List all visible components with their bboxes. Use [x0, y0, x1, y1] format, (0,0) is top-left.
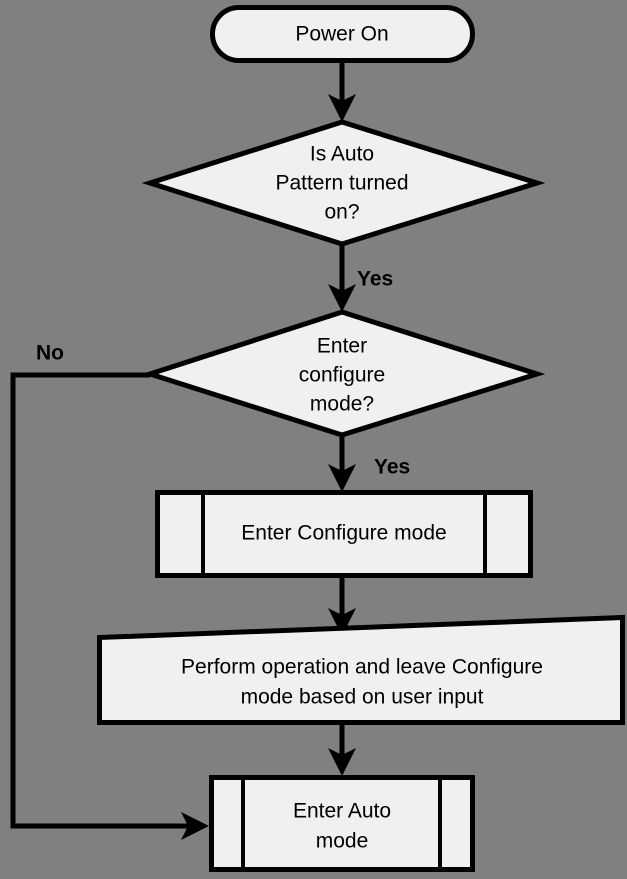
node-enter-configure-label-line2: configure — [299, 364, 385, 387]
node-auto-pattern-label-line1: Is Auto — [310, 143, 374, 166]
predefined-process-shape — [209, 775, 475, 872]
node-perform-operation-label-line1: Perform operation and leave Configure — [181, 656, 543, 679]
node-enter-configure-mode-label: Enter Configure mode — [241, 522, 446, 545]
node-enter-configure-decision[interactable]: Enter configure mode? — [141, 309, 546, 438]
connector-configure-mode-to-perform-operation — [328, 578, 356, 636]
decision-shape — [141, 119, 546, 247]
manual-operation-shape — [97, 614, 625, 725]
arrow-head-icon — [328, 464, 356, 492]
node-enter-configure-label-line1: Enter — [317, 335, 367, 358]
node-enter-configure-mode[interactable]: Enter Configure mode — [155, 490, 533, 578]
terminator-shape — [210, 5, 475, 63]
connector-auto-pattern-to-enter-configure — [328, 245, 356, 312]
node-enter-auto-mode-label-line2: mode — [316, 830, 369, 853]
node-auto-pattern-decision[interactable]: Is Auto Pattern turned on? — [141, 119, 546, 247]
edge-label-yes-enter-configure: Yes — [374, 456, 410, 479]
edge-label-yes-auto-pattern: Yes — [357, 268, 393, 291]
node-auto-pattern-label-line3: on? — [324, 201, 359, 224]
arrow-head-icon — [328, 284, 356, 312]
connector-power-on-to-auto-pattern — [328, 63, 356, 122]
connector-enter-configure-no-to-auto-mode — [10, 372, 209, 840]
node-power-on-label: Power On — [295, 23, 388, 46]
node-perform-operation[interactable]: Perform operation and leave Configure mo… — [97, 614, 625, 725]
node-auto-pattern-label-line2: Pattern turned — [275, 172, 408, 195]
arrow-head-icon — [328, 94, 356, 122]
predefined-process-shape — [155, 490, 533, 578]
connector-perform-operation-to-auto-mode — [328, 725, 356, 776]
decision-shape — [141, 309, 546, 438]
edge-label-no-enter-configure: No — [36, 342, 64, 365]
arrow-head-icon — [328, 748, 356, 776]
connector-enter-configure-to-configure-mode — [328, 435, 356, 492]
node-enter-auto-mode[interactable]: Enter Auto mode — [209, 775, 475, 872]
node-enter-auto-mode-label-line1: Enter Auto — [293, 800, 391, 823]
node-power-on[interactable]: Power On — [210, 5, 475, 63]
arrow-head-icon — [328, 608, 356, 636]
node-perform-operation-label-line2: mode based on user input — [241, 686, 484, 709]
node-enter-configure-label-line3: mode? — [310, 393, 374, 416]
arrow-head-icon — [181, 812, 209, 840]
